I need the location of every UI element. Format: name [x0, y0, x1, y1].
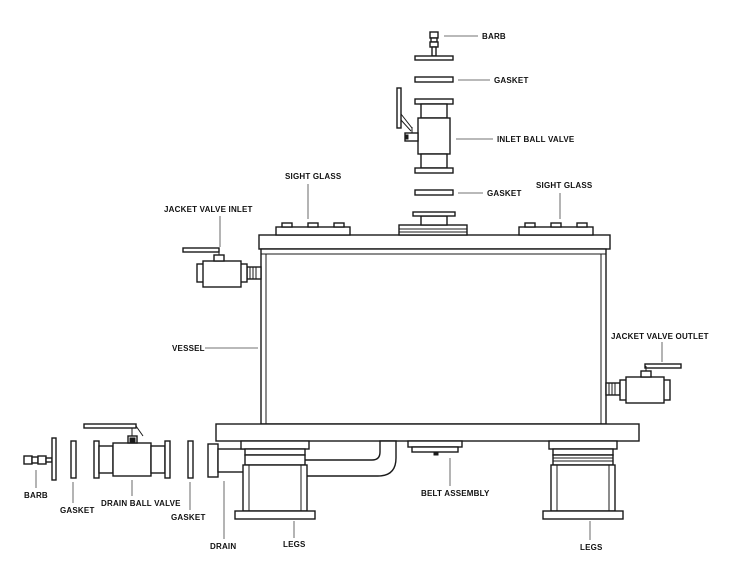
- leader-lines: [35, 35, 663, 540]
- label-legs-right: LEGS: [580, 543, 603, 552]
- jacket-valve-inlet-part: [182, 247, 262, 288]
- label-jacket-valve-inlet: JACKET VALVE INLET: [164, 205, 253, 214]
- belt-assembly-part: [407, 440, 463, 456]
- bottom-gasket-right: [187, 440, 194, 479]
- mid-gasket: [414, 189, 454, 196]
- inlet-ball-valve: [396, 87, 454, 174]
- top-barb: [414, 31, 454, 61]
- label-belt-assembly: BELT ASSEMBLY: [421, 489, 490, 498]
- sight-glass-left-part: [275, 222, 351, 236]
- label-jacket-valve-outlet: JACKET VALVE OUTLET: [611, 332, 709, 341]
- legs-left-part: [234, 440, 316, 520]
- base-frame: [215, 423, 640, 442]
- label-gasket-top: GASKET: [494, 76, 529, 85]
- legs-right-part: [542, 440, 624, 520]
- label-drain-ball-valve: DRAIN BALL VALVE: [101, 499, 181, 508]
- label-gasket-mid: GASKET: [487, 189, 522, 198]
- labels: BARB GASKET INLET BALL VALVE GASKET SIGH…: [24, 32, 709, 552]
- jacket-valve-outlet-part: [605, 363, 682, 404]
- bottom-barb: [23, 437, 57, 481]
- label-legs-left: LEGS: [283, 540, 306, 549]
- vessel-body: [260, 248, 607, 425]
- sight-glass-right-part: [518, 222, 594, 236]
- vessel-lid: [258, 234, 611, 250]
- label-drain: DRAIN: [210, 542, 236, 551]
- bottom-gasket-left: [70, 440, 77, 479]
- label-gasket-bottom-left: GASKET: [60, 506, 95, 515]
- label-inlet-ball-valve: INLET BALL VALVE: [497, 135, 575, 144]
- label-sight-glass-left: SIGHT GLASS: [285, 172, 342, 181]
- top-gasket: [414, 76, 454, 83]
- center-port: [398, 211, 468, 236]
- label-barb-top: BARB: [482, 32, 506, 41]
- label-gasket-bottom-right: GASKET: [171, 513, 206, 522]
- drain-ball-valve-part: [83, 423, 171, 479]
- label-vessel: VESSEL: [172, 344, 205, 353]
- label-sight-glass-right: SIGHT GLASS: [536, 181, 593, 190]
- label-barb-bottom: BARB: [24, 491, 48, 500]
